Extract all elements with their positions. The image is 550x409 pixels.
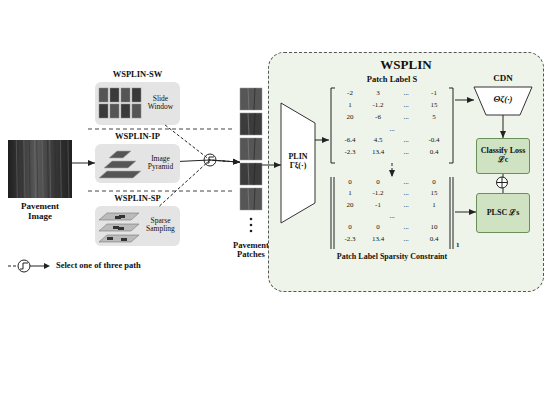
matrix-cell: 0 bbox=[336, 224, 364, 232]
matrix-cell: -1.2 bbox=[364, 190, 392, 198]
connector-arrow bbox=[455, 100, 474, 101]
connector-arrow bbox=[315, 140, 329, 141]
matrix-cell: ... bbox=[336, 126, 448, 134]
matrix-cell: ... bbox=[336, 213, 448, 221]
matrix-cell: -1 bbox=[420, 90, 448, 98]
legend-sample bbox=[8, 260, 50, 272]
shape bbox=[240, 88, 262, 238]
connector-arrow bbox=[72, 163, 95, 164]
selector-symbol bbox=[204, 154, 216, 166]
matrix-cell: ... bbox=[392, 102, 420, 110]
matrix-title: Patch Label Sparsity Constraint bbox=[323, 253, 461, 262]
network-label: Θζ(·) bbox=[474, 95, 532, 105]
matrix-cell: 4.5 bbox=[364, 137, 392, 145]
input-image: Pavement Image bbox=[8, 140, 72, 198]
connector-arrow bbox=[180, 160, 240, 162]
network-trapezoid: PLIN Γξ(·) bbox=[281, 103, 315, 223]
matrix-cell: 13.4 bbox=[364, 149, 392, 157]
matrix-cell: 15 bbox=[420, 102, 448, 110]
method-label: Sparse Sampling bbox=[142, 217, 179, 234]
matrix-cell: ... bbox=[392, 114, 420, 122]
matrix-cell: 0 bbox=[364, 179, 392, 187]
connector-arrow bbox=[503, 174, 504, 193]
matrix-cell: ... bbox=[392, 224, 420, 232]
network-trapezoid: CDNΘζ(·) bbox=[474, 87, 532, 115]
method-label: Image Pyramid bbox=[142, 155, 179, 172]
matrix-cell: 3 bbox=[364, 90, 392, 98]
loss-box: PLSC ℒs bbox=[476, 193, 530, 233]
loss-label: Classify Loss ℒc bbox=[477, 147, 529, 165]
matrix-cell: 1 bbox=[420, 202, 448, 210]
matrix-cell: 13.4 bbox=[364, 236, 392, 244]
method-title: WSPLIN-IP bbox=[85, 132, 190, 141]
connector-arrow bbox=[503, 115, 504, 138]
group-title: WSPLIN bbox=[269, 58, 543, 72]
network-label: PLIN Γξ(·) bbox=[282, 153, 314, 171]
matrix-cell: 15 bbox=[420, 190, 448, 198]
method-box: WSPLIN-SPSparse Sampling bbox=[95, 206, 180, 246]
method-label: Slide Window bbox=[142, 95, 179, 112]
matrix-cell: 0.4 bbox=[420, 149, 448, 157]
matrix-cell: ... bbox=[392, 202, 420, 210]
matrix-cell: -2.3 bbox=[336, 236, 364, 244]
norm-subscript: 1 bbox=[456, 242, 460, 250]
matrix-cell: -2.3 bbox=[336, 149, 364, 157]
matrix-cell: 0.4 bbox=[420, 236, 448, 244]
matrix-cell: ... bbox=[392, 137, 420, 145]
method-box: WSPLIN-IPImage Pyramid bbox=[95, 144, 180, 183]
network-title: CDN bbox=[474, 74, 532, 84]
patch-stack: Pavement Patches bbox=[240, 88, 262, 238]
matrix-cell: 20 bbox=[336, 114, 364, 122]
matrix-cell: ... bbox=[392, 236, 420, 244]
matrix-cell: -1.2 bbox=[364, 102, 392, 110]
method-title: WSPLIN-SP bbox=[85, 194, 190, 203]
node-label: Pavement Image bbox=[15, 202, 65, 222]
matrix-cell: -1 bbox=[364, 202, 392, 210]
connector-arrow bbox=[160, 160, 241, 206]
connector-arrow bbox=[165, 125, 240, 162]
matrix-cell: ... bbox=[392, 190, 420, 198]
matrix-cell: -6.4 bbox=[336, 137, 364, 145]
matrix-cell: 0 bbox=[420, 179, 448, 187]
shape bbox=[8, 140, 72, 198]
method-title: WSPLIN-SW bbox=[85, 70, 190, 79]
group-box: WSPLINPLIN Γξ(·)Patch Label S-23...-11-1… bbox=[268, 52, 544, 292]
matrix-cell: ... bbox=[392, 149, 420, 157]
legend-text: Select one of three path bbox=[56, 261, 141, 270]
method-box: WSPLIN-SWSlide Window bbox=[95, 82, 180, 125]
matrix-cell: 0 bbox=[336, 179, 364, 187]
matrix-cell: 5 bbox=[420, 114, 448, 122]
matrix-title: Patch Label S bbox=[329, 75, 455, 84]
matrix: Patch Label S-23...-11-1.2...1520-6...5.… bbox=[329, 75, 455, 163]
matrix-cell: 1 bbox=[336, 190, 364, 198]
matrix-cell: ... bbox=[392, 179, 420, 187]
matrix-cell: 0 bbox=[364, 224, 392, 232]
connector-arrow bbox=[392, 163, 393, 177]
connector-arrow bbox=[262, 165, 281, 166]
matrix-cell: 1 bbox=[336, 102, 364, 110]
loss-label: PLSC ℒs bbox=[485, 209, 522, 218]
separator-line bbox=[88, 129, 232, 130]
matrix-cell: -6 bbox=[364, 114, 392, 122]
matrix-cell: -2 bbox=[336, 90, 364, 98]
matrix-cell: -0.4 bbox=[420, 137, 448, 145]
matrix-cell: ... bbox=[392, 90, 420, 98]
separator-line bbox=[88, 191, 232, 192]
matrix-cell: 10 bbox=[420, 224, 448, 232]
matrix: Patch Label Sparsity Constraint00...01-1… bbox=[329, 177, 455, 279]
loss-box: Classify Loss ℒc bbox=[476, 138, 530, 174]
matrix-cell: 20 bbox=[336, 202, 364, 210]
connector-arrow bbox=[455, 212, 476, 213]
